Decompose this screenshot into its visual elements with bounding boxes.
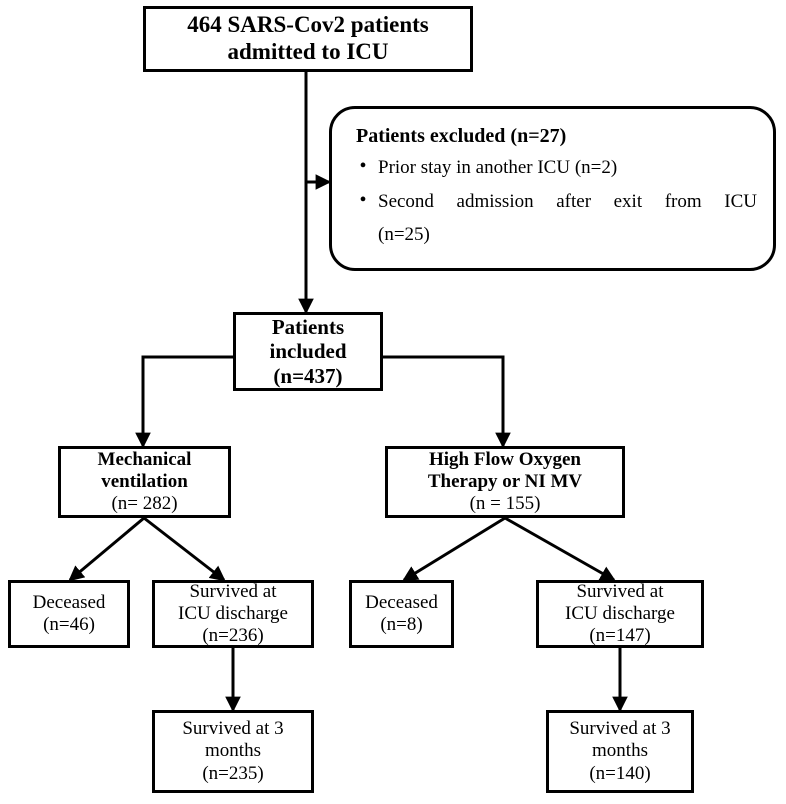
node-survived-3months-mv-count: (n=235) bbox=[202, 762, 264, 784]
edge-hfo-to-deceased bbox=[402, 516, 506, 582]
node-hfo-line1: High Flow Oxygen bbox=[428, 448, 581, 470]
excluded-item-text: Second admission after exit from ICU bbox=[378, 190, 757, 212]
node-patients-included: Patients included (n=437) bbox=[233, 312, 383, 391]
excluded-item-text-wrap: (n=25) bbox=[378, 224, 430, 246]
node-high-flow-oxygen: High Flow Oxygen Therapy or NI MV (n = 1… bbox=[385, 446, 625, 518]
bullet-icon: • bbox=[359, 188, 367, 211]
node-survived-discharge-hfo-line2: ICU discharge bbox=[565, 602, 675, 624]
edge-mv-to-survived bbox=[143, 516, 226, 582]
node-included-line2: included bbox=[269, 339, 347, 364]
node-survived-3months-hfo: Survived at 3 months (n=140) bbox=[546, 710, 694, 793]
node-survived-discharge-hfo-count: (n=147) bbox=[589, 625, 651, 647]
node-deceased-mv-count: (n=46) bbox=[43, 614, 95, 635]
node-mechanical-ventilation: Mechanical ventilation (n= 282) bbox=[58, 446, 231, 518]
node-survived-3months-mv-line1: Survived at 3 bbox=[182, 718, 284, 740]
node-survived-discharge-hfo: Survived at ICU discharge (n=147) bbox=[536, 580, 704, 648]
node-patients-excluded: Patients excluded (n=27) • Prior stay in… bbox=[329, 106, 776, 271]
node-survived-3months-mv: Survived at 3 months (n=235) bbox=[152, 710, 314, 793]
node-survived-3months-mv-line2: months bbox=[205, 740, 261, 762]
excluded-bullet-item: • Prior stay in another ICU (n=2) bbox=[348, 154, 757, 182]
node-hfo-line2: Therapy or NI MV bbox=[427, 470, 583, 492]
node-deceased-hfo-count: (n=8) bbox=[380, 614, 423, 635]
node-hfo-count: (n = 155) bbox=[469, 493, 541, 515]
bullet-icon: • bbox=[359, 155, 367, 178]
node-admitted-line2: admitted to ICU bbox=[227, 39, 389, 64]
node-survived-discharge-mv-line1: Survived at bbox=[189, 580, 277, 602]
node-deceased-mv-label: Deceased bbox=[32, 591, 106, 613]
node-survived-discharge-mv-line2: ICU discharge bbox=[178, 602, 288, 624]
node-mv-line2: ventilation bbox=[101, 470, 188, 492]
node-included-count: (n=437) bbox=[273, 363, 343, 388]
node-included-line1: Patients bbox=[271, 314, 345, 339]
excluded-title: Patients excluded (n=27) bbox=[356, 125, 567, 147]
edge-included-to-hfo bbox=[383, 355, 511, 449]
node-survived-discharge-mv: Survived at ICU discharge (n=236) bbox=[152, 580, 314, 648]
node-admitted-line1: 464 SARS-Cov2 patients bbox=[187, 12, 429, 38]
node-survived-3months-hfo-line2: months bbox=[592, 740, 648, 762]
node-deceased-hfo-label: Deceased bbox=[365, 591, 438, 613]
node-mv-count: (n= 282) bbox=[111, 493, 178, 515]
node-survived-3months-hfo-line1: Survived at 3 bbox=[569, 718, 671, 740]
node-survived-discharge-mv-count: (n=236) bbox=[202, 625, 264, 647]
edge-hfo-to-survived bbox=[504, 516, 616, 582]
node-deceased-mv: Deceased (n=46) bbox=[8, 580, 130, 648]
excluded-bullet-continuation: (n=25) bbox=[348, 221, 757, 249]
node-survived-discharge-hfo-line1: Survived at bbox=[576, 580, 664, 602]
node-deceased-hfo: Deceased (n=8) bbox=[349, 580, 454, 648]
node-survived-3months-hfo-count: (n=140) bbox=[589, 762, 651, 784]
node-admitted-patients: 464 SARS-Cov2 patients admitted to ICU bbox=[143, 6, 473, 72]
excluded-bullet-item: • Second admission after exit from ICU bbox=[348, 188, 757, 216]
node-mv-line1: Mechanical bbox=[97, 448, 192, 470]
excluded-item-text: Prior stay in another ICU (n=2) bbox=[378, 157, 618, 179]
edge-included-to-mv bbox=[135, 355, 233, 449]
edge-mv-to-deceased bbox=[68, 516, 145, 582]
